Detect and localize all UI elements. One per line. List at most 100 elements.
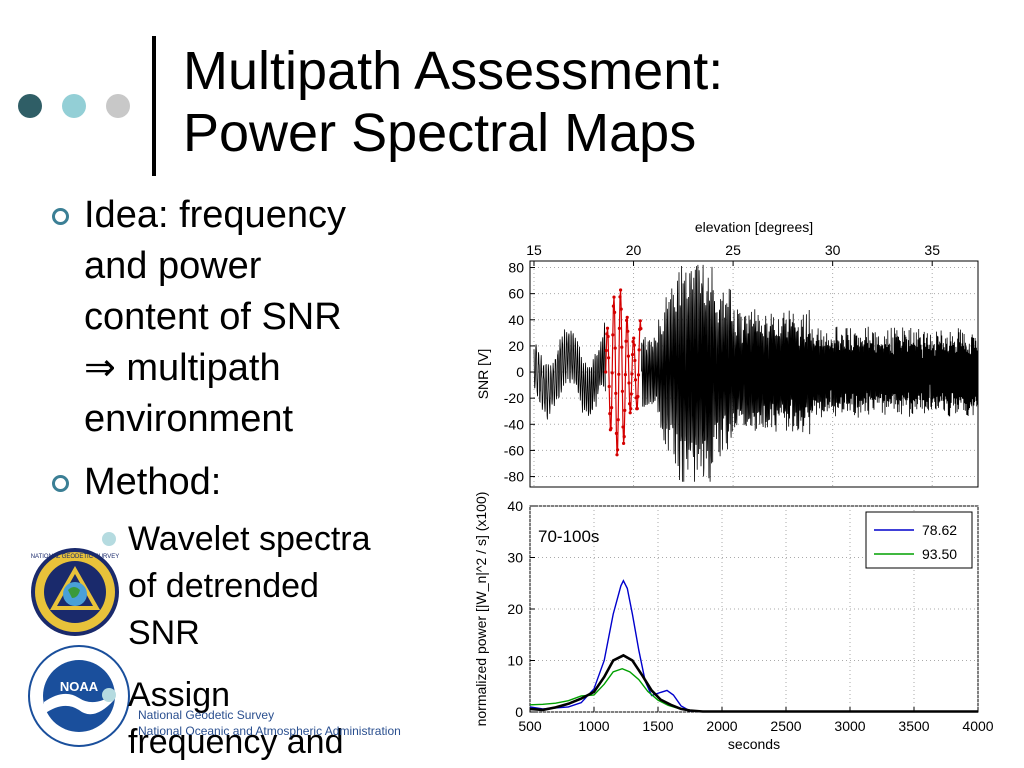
bullet-text: Idea: frequency	[84, 194, 346, 236]
snr-highlight-point	[610, 371, 614, 375]
top-axis-label: elevation [degrees]	[695, 219, 813, 235]
ngs-logo-text: NATIONAL GEODETIC SURVEY	[31, 554, 120, 560]
snr-highlight-point	[619, 307, 623, 311]
snr-highlight-point	[611, 304, 615, 308]
sub-bullet-text: Assign	[128, 676, 231, 714]
snr-highlight-point	[616, 448, 620, 452]
top-tick-label: 35	[924, 242, 940, 258]
y-tick-label: 40	[508, 312, 524, 328]
bullet-text: environment	[84, 398, 294, 440]
snr-highlight-point	[637, 348, 641, 352]
snr-highlight-point	[623, 373, 627, 377]
snr-highlight-point	[614, 431, 618, 435]
dot-dark	[18, 94, 42, 118]
top-tick-label: 25	[725, 242, 741, 258]
snr-highlight-point	[630, 372, 634, 376]
x-tick-label: 1500	[642, 718, 673, 734]
snr-highlight-point	[604, 348, 608, 353]
top-tick-label: 15	[526, 242, 542, 258]
snr-highlight-point	[622, 441, 626, 445]
sub-bullet-wavelet: Wavelet spectra of detrended SNR	[46, 516, 446, 657]
snr-highlight-point	[617, 372, 621, 376]
bullet-ring-icon	[52, 208, 69, 225]
y-tick-label: 80	[508, 260, 524, 276]
y-tick-label: -20	[504, 390, 524, 406]
bullet-text: Method:	[84, 461, 222, 503]
snr-highlight-point	[613, 310, 617, 314]
snr-highlight-point	[618, 295, 622, 299]
legend-box	[865, 511, 973, 569]
snr-highlight-point	[619, 288, 623, 292]
snr-highlight-point	[611, 333, 615, 337]
x-tick-label: 1000	[578, 718, 609, 734]
y-tick-label: -40	[504, 416, 524, 432]
sub-bullet-text: Wavelet spectra	[128, 520, 371, 558]
y-tick-label: -60	[504, 442, 524, 458]
y-tick-label: 10	[507, 653, 523, 669]
snr-highlight-point	[629, 407, 633, 411]
snr-highlight-point	[612, 295, 616, 299]
dot-light	[106, 94, 130, 118]
title-line-2: Power Spectral Maps	[183, 103, 697, 163]
snr-highlight-point	[628, 402, 632, 406]
ngs-logo: NATIONAL GEODETIC SURVEY	[31, 548, 120, 636]
bullet-text: and power	[84, 245, 262, 287]
snr-highlight-point	[639, 327, 643, 331]
y-tick-label: 20	[507, 601, 523, 617]
snr-highlight-point	[605, 326, 610, 330]
sub-bullet-item: Assign frequency and	[46, 672, 344, 766]
bullet-method: Method:	[46, 457, 426, 508]
snr-highlight-point	[625, 315, 629, 319]
power-series-line	[529, 653, 978, 713]
y-tick-label: -80	[504, 469, 524, 485]
bullet-idea: Idea: frequency and power content of SNR…	[46, 190, 426, 445]
snr-highlight-point	[636, 394, 640, 399]
x-tick-label: 4000	[962, 718, 993, 734]
snr-highlight-point	[613, 346, 617, 350]
slide-title: Multipath Assessment: Power Spectral Map…	[183, 40, 723, 164]
snr-highlight-point	[638, 319, 642, 323]
snr-highlight-point	[636, 373, 641, 377]
y-tick-label: 0	[515, 704, 523, 720]
y-tick-label: 60	[508, 286, 524, 302]
x-tick-label: 3500	[898, 718, 929, 734]
y-tick-label: 20	[508, 338, 524, 354]
top-tick-label: 20	[626, 242, 642, 258]
snr-highlight-point	[635, 407, 639, 411]
snr-series-line	[533, 322, 606, 420]
y-tick-label: 30	[507, 550, 523, 566]
y-axis-label: normalized power [|W_n|^2 / s] (x100)	[473, 492, 489, 727]
bullet-text: ⇒ multipath	[84, 347, 281, 389]
snr-highlight-point	[626, 329, 630, 333]
snr-highlight-point	[631, 340, 635, 344]
noaa-logo: NOAA	[28, 645, 130, 747]
x-tick-label: 2500	[770, 718, 801, 734]
snr-highlight-point	[622, 435, 626, 439]
snr-highlight-point	[610, 406, 614, 410]
snr-highlight-point	[620, 389, 624, 393]
noaa-logo-text: NOAA	[60, 679, 99, 694]
sub-bullet-text: SNR	[128, 614, 200, 652]
top-tick-label: 30	[825, 242, 841, 258]
x-tick-label: 500	[518, 718, 542, 734]
title-line-1: Multipath Assessment:	[183, 41, 724, 101]
snr-highlight-point	[617, 326, 621, 330]
snr-highlight-point	[607, 356, 611, 360]
chart-figure: elevation [degrees] 15 20 25 30 35 80 60 40 20 0 -2…	[473, 219, 994, 752]
snr-highlight-point	[616, 418, 620, 422]
bullet-list: Idea: frequency and power content of SNR…	[46, 190, 426, 520]
snr-highlight-point	[628, 411, 632, 415]
snr-highlight-point	[621, 425, 625, 429]
snr-highlight-point	[615, 453, 619, 457]
y-tick-label: 40	[507, 498, 523, 514]
band-annotation: 70-100s	[538, 527, 599, 546]
sub-bullet-assign: Assign frequency and	[46, 672, 344, 766]
snr-highlight-point	[626, 354, 630, 358]
bullet-text: content of SNR	[84, 296, 342, 338]
snr-highlight-point	[608, 412, 612, 416]
footer-line-2: National Oceanic and Atmospheric Adminis…	[138, 724, 401, 738]
sub-bullet-list: Wavelet spectra of detrended SNR	[46, 516, 446, 657]
footer: National Geodetic Survey National Oceani…	[138, 707, 401, 739]
snr-highlight-point	[624, 339, 628, 343]
